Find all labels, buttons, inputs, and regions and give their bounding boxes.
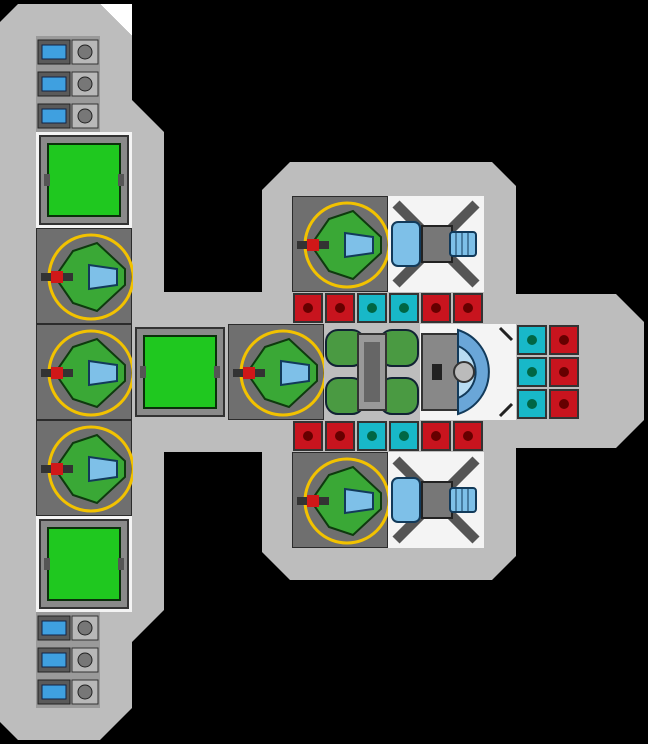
battery-cell-icon (517, 325, 579, 419)
turret-left-1[interactable] (36, 228, 133, 324)
reactor-icon (420, 324, 516, 420)
thruster-icon (391, 200, 480, 288)
fuel-tanks[interactable] (324, 324, 420, 420)
cargo-crate-icon (36, 132, 132, 228)
battery-cell-icon (293, 421, 483, 451)
turret-left-2[interactable] (36, 324, 133, 420)
cargo-crate-top[interactable] (36, 132, 132, 228)
turret-right-top[interactable] (292, 196, 389, 292)
power-stack-icon (324, 324, 420, 420)
turret-icon (233, 329, 325, 417)
thruster-top[interactable] (388, 196, 484, 292)
turret-icon (297, 457, 389, 545)
cargo-crate-hub[interactable] (132, 324, 228, 420)
cargo-crate-bottom[interactable] (36, 516, 132, 612)
turret-icon (41, 329, 133, 417)
power-stack-top-left[interactable] (36, 36, 100, 132)
battery-row-bottom[interactable] (292, 420, 484, 452)
reactor-core[interactable] (420, 324, 516, 420)
turret-icon (297, 201, 389, 289)
battery-block-right[interactable] (516, 324, 580, 420)
turret-icon (41, 425, 133, 513)
power-stack-icon (36, 612, 100, 708)
battery-row-top[interactable] (292, 292, 484, 324)
hull-notch (100, 4, 132, 36)
battery-cell-icon (293, 293, 483, 323)
cargo-crate-icon (132, 324, 228, 420)
turret-icon (41, 233, 133, 321)
power-stack-icon (36, 36, 100, 132)
cargo-crate-icon (36, 516, 132, 612)
thruster-icon (391, 456, 480, 544)
turret-right-bottom[interactable] (292, 452, 389, 548)
turret-center[interactable] (228, 324, 325, 420)
thruster-bottom[interactable] (388, 452, 484, 548)
power-stack-bottom-left[interactable] (36, 612, 100, 708)
turret-left-3[interactable] (36, 420, 133, 516)
